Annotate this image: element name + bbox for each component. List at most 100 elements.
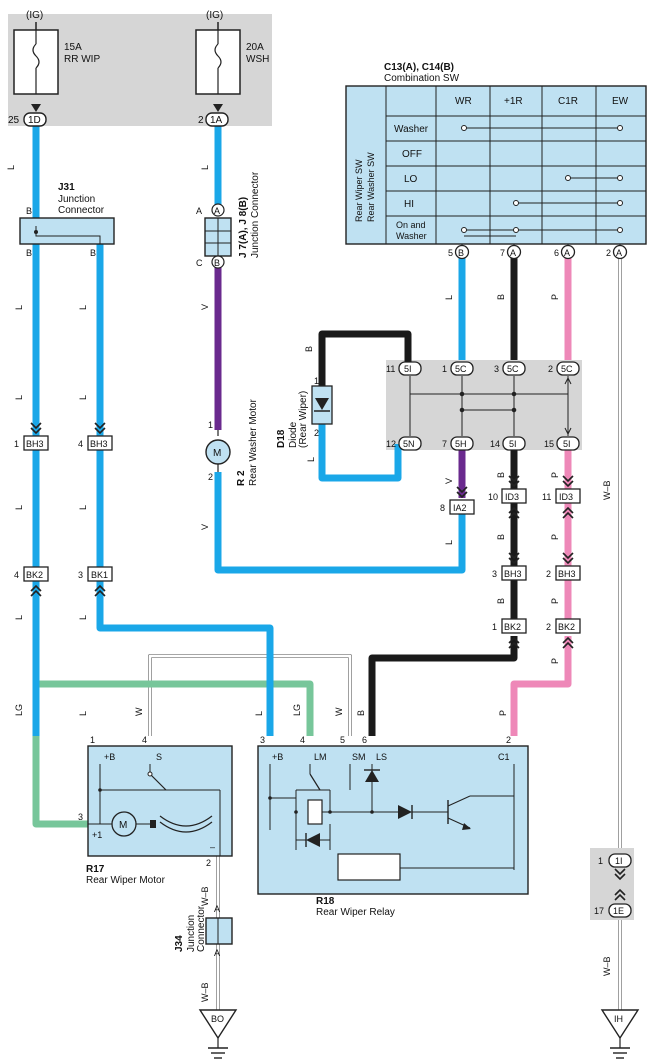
fuse1-name: RR WIP xyxy=(64,54,100,65)
j31-name2: Connector xyxy=(58,205,105,216)
fuse1-amp: 15A xyxy=(64,42,82,53)
svg-text:B: B xyxy=(214,258,220,268)
bk2-b-num: 1 xyxy=(492,622,497,632)
wm-id: R 2 xyxy=(236,470,247,486)
lbl-l2: L xyxy=(200,165,210,170)
jb-num-15: 15 xyxy=(544,439,554,449)
ground-bo: BO xyxy=(198,1009,238,1059)
wire-p-relay xyxy=(510,636,572,736)
lbl-l14: L xyxy=(78,711,88,716)
j34-name2: Connector xyxy=(196,905,207,952)
combo-pin-2: 2 xyxy=(606,248,611,258)
combo-pin-6: 6 xyxy=(554,248,559,258)
fuse2-amp: 20A xyxy=(246,42,264,53)
r17-pin1: 1 xyxy=(90,735,95,745)
lbl-p5: P xyxy=(550,658,560,664)
conn-1a: 1A xyxy=(205,112,229,127)
jb-pins: 5I 5C 5C 5C 5N 5H 5I 5I xyxy=(398,361,580,451)
svg-text:5H: 5H xyxy=(455,439,467,449)
svg-text:5I: 5I xyxy=(563,439,571,449)
col-wr: WR xyxy=(455,96,472,107)
wire-b-diode xyxy=(318,330,412,386)
ig-label-1: (IG) xyxy=(26,10,43,21)
lbl-l7: L xyxy=(444,295,454,300)
lbl-l8: L xyxy=(306,457,316,462)
j31-pin-b2: B xyxy=(90,248,96,258)
svg-text:BK2: BK2 xyxy=(26,570,43,580)
lbl-p1: P xyxy=(550,294,560,300)
j34-pin-a2: A xyxy=(214,948,220,958)
j31-pin-b1: B xyxy=(26,248,32,258)
j34-box xyxy=(205,917,233,945)
conn-bk2-a: BK2 xyxy=(23,566,49,597)
conn-ia2: IA2 xyxy=(449,486,475,515)
wire-w-1 xyxy=(148,654,352,736)
conn-1e-num: 17 xyxy=(594,906,604,916)
jb-num-14: 14 xyxy=(490,439,500,449)
svg-text:IH: IH xyxy=(614,1014,623,1024)
svg-text:5N: 5N xyxy=(403,439,415,449)
lbl-l6: L xyxy=(78,395,88,400)
jb-num-3: 3 xyxy=(494,364,499,374)
washer-motor: M xyxy=(205,430,231,472)
r18-plusb: +B xyxy=(272,752,283,762)
lbl-wb2: W–B xyxy=(200,886,210,906)
r17-name: Rear Wiper Motor xyxy=(86,875,166,886)
r17-pin3: 3 xyxy=(78,812,83,822)
lbl-b6: B xyxy=(356,710,366,716)
j34-name1: Junction xyxy=(186,915,197,952)
lbl-l13: L xyxy=(78,615,88,620)
conn-bk2-b: BK2 xyxy=(501,618,527,649)
row-washer-2: Washer xyxy=(396,231,427,241)
r18-ls: LS xyxy=(376,752,387,762)
lbl-l12: L xyxy=(14,615,24,620)
wire-b-relay xyxy=(368,636,518,736)
r18-pin5: 5 xyxy=(340,735,345,745)
conn-1i-num: 1 xyxy=(598,856,603,866)
wm-pin2: 2 xyxy=(208,472,213,482)
svg-text:1D: 1D xyxy=(28,115,41,126)
lbl-wb1: W–B xyxy=(602,480,612,500)
lbl-l15: L xyxy=(254,711,264,716)
id3-b-num: 11 xyxy=(542,492,551,502)
wm-pin1: 1 xyxy=(208,420,213,430)
row-washer: Washer xyxy=(394,124,429,135)
svg-text:BK2: BK2 xyxy=(504,622,521,632)
svg-text:IA2: IA2 xyxy=(453,503,467,513)
lbl-w2: W xyxy=(334,707,344,716)
r17-plusb: +B xyxy=(104,752,115,762)
lbl-lg1: LG xyxy=(14,704,24,716)
combo-table xyxy=(345,85,647,246)
r18-pin6: 6 xyxy=(362,735,367,745)
ground-ih: IH xyxy=(600,1009,640,1059)
svg-text:1I: 1I xyxy=(615,856,623,866)
svg-text:5C: 5C xyxy=(561,364,573,374)
wire-w-1-in xyxy=(148,654,352,736)
lbl-b2: B xyxy=(304,346,314,352)
junction-block-gray xyxy=(386,360,582,450)
bh3-d-num: 2 xyxy=(546,569,551,579)
j31-pin-top: B xyxy=(26,206,32,216)
r18-pin4: 4 xyxy=(300,735,305,745)
r17-plus1: +1 xyxy=(92,830,102,840)
ig-label-2: (IG) xyxy=(206,10,223,21)
svg-text:1A: 1A xyxy=(210,115,223,126)
lbl-l10: L xyxy=(14,505,24,510)
combo-name: Combination SW xyxy=(384,73,460,84)
svg-text:BH3: BH3 xyxy=(504,569,522,579)
lbl-v2: V xyxy=(200,524,210,530)
svg-text:BH3: BH3 xyxy=(558,569,576,579)
bh3-a-num: 1 xyxy=(14,439,19,449)
row-hi: HI xyxy=(404,199,414,210)
lbl-p3: P xyxy=(550,534,560,540)
lbl-l11: L xyxy=(78,505,88,510)
combo-pin-7: 7 xyxy=(500,248,505,258)
conn-bh3-a: BH3 xyxy=(23,422,49,451)
combo-side1: Rear Wiper SW xyxy=(354,159,364,222)
svg-text:BH3: BH3 xyxy=(26,439,44,449)
bk2-c-num: 2 xyxy=(546,622,551,632)
svg-text:5I: 5I xyxy=(509,439,517,449)
svg-text:ID3: ID3 xyxy=(559,492,573,502)
jb-num-7: 7 xyxy=(442,439,447,449)
